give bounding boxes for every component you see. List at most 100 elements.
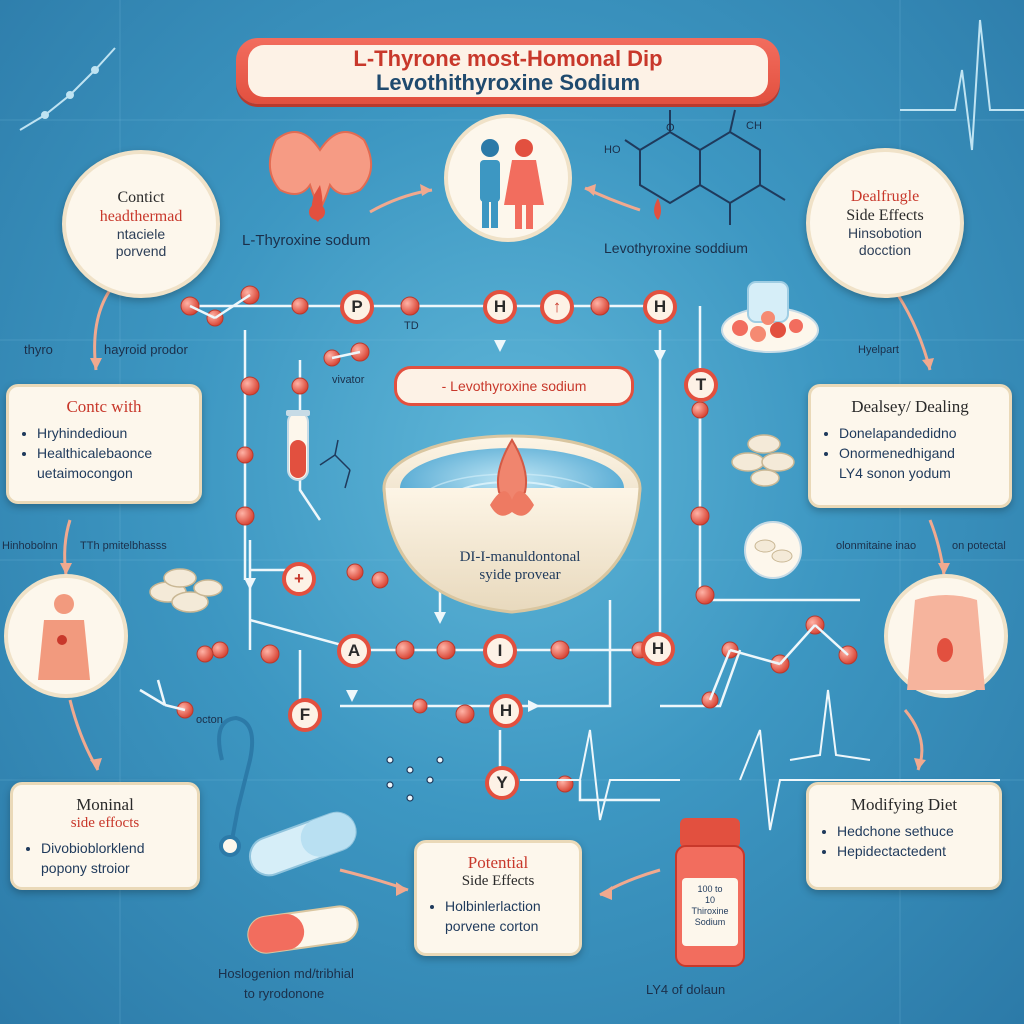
- node-h-4: H: [489, 694, 523, 728]
- monitoring-side-effects-card: Moninal side effocts Divobioblorklend po…: [10, 782, 200, 890]
- title-line-2: Levothithyroxine Sodium: [375, 70, 641, 95]
- curved-arrow-heads: [60, 184, 950, 900]
- list-item: uetaimocongon: [37, 465, 133, 481]
- card-heading: Potential: [467, 853, 529, 872]
- tablets-icon: [731, 434, 795, 487]
- bottom-left-caption-line1: Hoslogenion md/tribhial: [218, 966, 354, 981]
- flow-arrows: [244, 340, 666, 712]
- node-f: F: [288, 698, 322, 732]
- list-item: Hryhindedioun: [37, 423, 187, 443]
- bowl-caption-line1: DI-I-manuldontonal: [459, 549, 581, 565]
- list-item: Hedchone sethuce: [837, 821, 987, 841]
- stethoscope-icon: [217, 715, 255, 857]
- contact-with-card: Contc with Hryhindedioun Healthicalebaon…: [6, 384, 202, 504]
- connector-lines: [190, 304, 860, 802]
- card-heading-line2: headthermad: [99, 208, 183, 225]
- tth-label: TTh pmitelbhasss: [80, 540, 167, 552]
- list-item: Hepidectactedent: [837, 841, 987, 861]
- test-tube-icon: [286, 410, 310, 481]
- node-up-arrow: ↑: [540, 290, 574, 324]
- bowl-caption: DI-I-manuldontonal syide provear: [420, 548, 620, 584]
- title-banner: L-Thyrone most-Homonal Dip Levothithyrox…: [236, 38, 780, 104]
- card-heading: Dealsey/ Dealing: [851, 397, 969, 416]
- card-heading: Modifying Diet: [850, 795, 958, 814]
- drop-icon: [654, 198, 661, 220]
- medicine-bottle-icon: [675, 818, 745, 967]
- card-text: docction: [858, 242, 912, 258]
- node-h-1: H: [483, 290, 517, 324]
- card-text: ntaciele: [116, 226, 166, 242]
- dealing-side-effects-card: Dealfrugle Side Effects Hinsobotion docc…: [806, 148, 964, 298]
- corner-chart-icon: [19, 47, 116, 131]
- list-item: Healthicalebaonce: [37, 443, 187, 463]
- node-a: A: [337, 634, 371, 668]
- molecule-bonds: [139, 293, 849, 712]
- list-item: popony stroior: [41, 860, 130, 876]
- levothyroxine-center-label: - Levothyroxine sodium: [394, 366, 634, 406]
- card-heading: Contc with: [66, 397, 142, 416]
- capsule-red-icon: [247, 905, 359, 954]
- thyroid-gland-icon: [269, 131, 372, 222]
- ecg-wave-icon: [520, 689, 1000, 831]
- title-line-1: L-Thyrone most-Homonal Dip: [353, 46, 663, 71]
- bottle-label-line3: Thiroxine: [691, 906, 729, 916]
- bottle-label-line2: 10: [704, 895, 715, 905]
- node-plus: +: [282, 562, 316, 596]
- bottle-label: 100 to 10 Thiroxine Sodium: [684, 884, 736, 928]
- mini-structure-icon: [319, 439, 351, 489]
- node-i: I: [483, 634, 517, 668]
- bottom-right-caption: LY4 of dolaun: [646, 982, 726, 997]
- hyelpart-label: Hyelpart: [858, 344, 899, 356]
- body-silhouette-right-icon: [884, 574, 1008, 698]
- card-text: porvend: [115, 243, 167, 259]
- chemical-structure-icon: [624, 109, 786, 225]
- capsule-blue-icon: [248, 811, 357, 877]
- contact-healthcare-card: Contict headthermad ntaciele porvend: [62, 150, 220, 298]
- node-h-3: H: [641, 632, 675, 666]
- card-heading-line2: side effocts: [70, 815, 140, 831]
- list-item: Donelapandedidno: [839, 423, 997, 443]
- modifying-diet-card: Modifying Diet Hedchone sethuce Hepidect…: [806, 782, 1002, 890]
- node-p: P: [340, 290, 374, 324]
- molecule-ch-label: CH: [746, 120, 762, 132]
- thyroid-powder-label: hayroid prodor: [104, 342, 188, 357]
- hinhobolnn-label: Hinhobolnn: [2, 540, 58, 552]
- tablets-left-icon: [149, 568, 223, 613]
- card-text: Hinsobotion: [848, 225, 922, 241]
- potential-side-effects-card: Potential Side Effects Holbinlerlaction …: [414, 840, 582, 956]
- card-heading-line2: Side Effects: [461, 873, 535, 889]
- td-label: TD: [404, 320, 419, 332]
- bottom-left-caption-line2: to ryrodonone: [244, 986, 325, 1001]
- bottle-label-line4: Sodium: [694, 917, 726, 927]
- octon-label: octon: [196, 714, 223, 726]
- bowl-caption-line2: syide provear: [479, 567, 561, 583]
- on-potectal-label: on potectal: [952, 540, 1006, 552]
- corner-pulse-icon: [900, 19, 1024, 151]
- scatter-structure-icon: [386, 756, 444, 802]
- node-t: T: [684, 368, 718, 402]
- node-h-2: H: [643, 290, 677, 324]
- pill-jar-icon: [744, 521, 802, 579]
- levothyroxine-label: Levothyroxine soddium: [604, 240, 748, 256]
- title-inner: L-Thyrone most-Homonal Dip Levothithyrox…: [248, 45, 768, 97]
- thyro-label: thyro: [24, 342, 53, 357]
- list-item: LY4 sonon yodum: [839, 465, 951, 481]
- water-bowl-icon: [382, 434, 642, 614]
- molecule-o-label: O: [666, 122, 675, 134]
- vivator-label: vivator: [332, 374, 365, 386]
- pill-dish-icon: [721, 281, 819, 353]
- card-heading-line2: Side Effects: [846, 207, 924, 224]
- list-item: Divobioblorklend: [41, 838, 185, 858]
- patients-icon: [444, 114, 572, 242]
- node-y: Y: [485, 766, 519, 800]
- thyroxine-label: L-Thyroxine sodum: [242, 232, 371, 249]
- list-item: Holbinlerlaction: [445, 896, 567, 916]
- molecule-ho-label: HO: [604, 144, 621, 156]
- card-heading: Contict: [117, 189, 165, 206]
- list-item: Onormenedhigand: [839, 443, 997, 463]
- card-heading: Moninal: [76, 795, 134, 814]
- olomin-label: olonmitaine inao: [836, 540, 917, 552]
- bottle-label-line1: 100 to: [697, 884, 723, 894]
